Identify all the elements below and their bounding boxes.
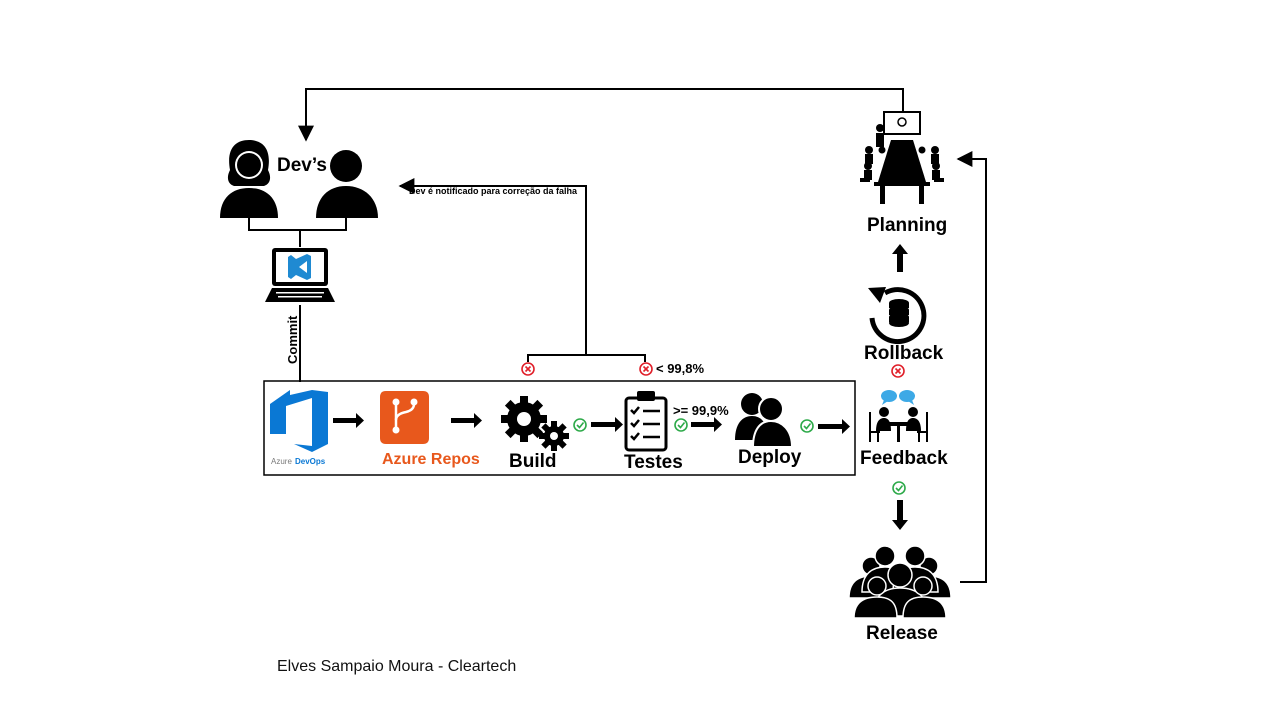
release-to-planning-line	[956, 151, 987, 583]
person-female-icon	[220, 140, 278, 218]
meeting-feedback-icon	[869, 390, 928, 442]
fail-threshold-label: < 99,8%	[656, 361, 705, 376]
planning-to-devs-line	[298, 88, 904, 142]
arrow-repos-build	[451, 413, 482, 428]
planning-meeting-icon	[860, 111, 944, 204]
flow-arrows	[333, 244, 908, 530]
build-label: Build	[509, 451, 557, 472]
arrow-build-testes	[591, 417, 623, 432]
gears-icon	[501, 396, 569, 451]
error-icon	[891, 364, 905, 378]
arrow-devops-repos	[333, 413, 364, 428]
check-icon	[674, 418, 688, 432]
pipeline-box	[263, 380, 856, 476]
pass-threshold-label: >= 99,9%	[673, 403, 729, 418]
checklist-icon	[624, 391, 668, 452]
rollback-database-icon	[868, 287, 927, 345]
users-icon	[735, 393, 794, 448]
azure-devops-label-suffix: DevOps	[295, 457, 326, 466]
author-footer: Elves Sampaio Moura - Cleartech	[277, 658, 517, 675]
release-label: Release	[866, 623, 938, 644]
error-icon	[639, 362, 653, 376]
planning-label: Planning	[867, 215, 948, 236]
error-icon	[521, 362, 535, 376]
check-icon	[892, 481, 906, 495]
arrow-deploy-feedback	[818, 419, 850, 434]
devs-label: Dev’s	[277, 155, 327, 176]
devs-connector-right	[300, 218, 347, 231]
commit-label: Commit	[285, 315, 300, 364]
azure-devops-label-prefix: Azure	[271, 457, 292, 466]
failure-notify-line	[398, 178, 587, 355]
crowd-icon	[848, 545, 952, 619]
arrow-rollback-planning	[892, 244, 908, 272]
connector-lines	[248, 88, 987, 583]
deploy-label: Deploy	[738, 447, 802, 468]
arrow-feedback-release	[892, 500, 908, 530]
person-male-icon	[316, 150, 378, 218]
laptop-vscode-icon	[265, 248, 335, 302]
azure-repos-label: Azure Repos	[382, 451, 480, 468]
feedback-label: Feedback	[860, 448, 948, 469]
check-icon	[573, 418, 587, 432]
azure-devops-logo	[270, 390, 328, 452]
rollback-label: Rollback	[864, 343, 944, 364]
devs-connector-left	[248, 218, 300, 231]
arrow-testes-deploy	[691, 417, 722, 432]
testes-label: Testes	[624, 452, 683, 473]
azure-repos-logo	[380, 391, 429, 444]
dev-notification-label: Dev é notificado para correção da falha	[409, 186, 578, 196]
failure-bracket-line	[527, 354, 646, 362]
check-icon	[800, 419, 814, 433]
